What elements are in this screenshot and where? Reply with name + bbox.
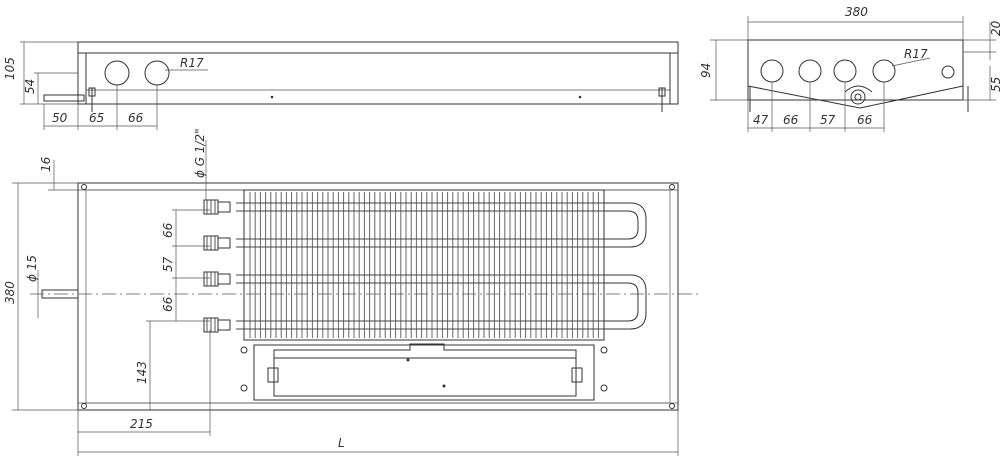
top-view: 380 16 ϕ 15 ϕ G 1/2" 66 57 66 143 215 L [3, 128, 700, 456]
side-pipe-hole-1 [104, 60, 130, 86]
end-spacing-3-label: 57 [820, 113, 836, 127]
side-pipe-hole-2 [144, 60, 170, 86]
end-pipe-hole-4 [872, 59, 896, 83]
side-radius-label: R17 [180, 56, 204, 70]
side-spacing-2-label: 66 [128, 111, 144, 125]
side-view: 105 54 50 65 66 R17 [3, 41, 679, 130]
end-spacing-2-label: 66 [783, 113, 799, 127]
end-lower-height-label: 55 [989, 77, 1003, 92]
end-view: 380 20 94 55 47 66 57 66 R17 [699, 5, 1003, 132]
end-pipe-hole-3 [833, 59, 857, 83]
connector-2 [203, 235, 231, 251]
connector-4 [203, 317, 231, 333]
connector-1 [203, 199, 231, 215]
end-width-label: 380 [845, 5, 868, 19]
manifold-spacing-2-label: 57 [161, 256, 175, 272]
pipe-diameter-label: ϕ 15 [25, 255, 39, 282]
heat-exchanger-fins [249, 192, 599, 338]
side-housing [77, 41, 679, 105]
floor-offset-label: 143 [135, 361, 149, 384]
manifold-spacing-1-label: 66 [161, 222, 175, 238]
side-offset-label-top: 215 [130, 417, 153, 431]
side-height-label: 105 [3, 57, 17, 80]
u-bend-top [604, 202, 647, 248]
end-housing [747, 39, 964, 101]
end-spacing-1-label: 47 [753, 113, 769, 127]
top-depth-label: 380 [3, 281, 17, 304]
side-spacing-1-label: 65 [89, 111, 104, 125]
connector-3 [203, 271, 231, 287]
end-spacing-4-label: 66 [857, 113, 873, 127]
manifold-spacing-3-label: 66 [161, 296, 175, 312]
end-drain-valve [850, 89, 866, 105]
end-pipe-hole-1 [760, 59, 784, 83]
side-offset-label: 50 [52, 111, 68, 125]
end-pipe-hole-2 [798, 59, 822, 83]
u-bend-bottom [604, 274, 647, 330]
side-inner-height-label: 54 [23, 79, 37, 94]
control-box [253, 344, 595, 401]
heat-exchanger-tubes [236, 202, 606, 330]
thread-label: ϕ G 1/2" [193, 128, 207, 178]
end-height-label: 94 [699, 63, 713, 78]
end-top-gap-label: 20 [989, 20, 1003, 36]
length-label: L [338, 436, 345, 450]
top-edge-label: 16 [39, 156, 53, 172]
heat-exchanger [243, 189, 605, 341]
end-radius-label: R17 [904, 47, 928, 61]
